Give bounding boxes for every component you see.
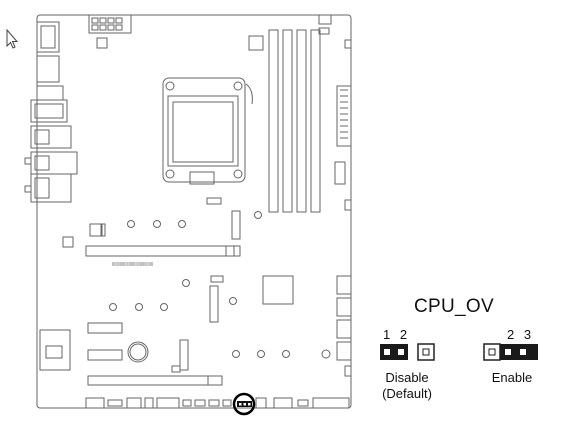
- mounting-holes: [109, 211, 331, 359]
- cpu-ov-jumper-location: [232, 392, 256, 416]
- chipset: [262, 275, 294, 305]
- bottom-headers: [85, 397, 350, 409]
- disable-label: Disable: [385, 370, 429, 385]
- jumper-pins-enable: [483, 343, 538, 361]
- mouse-cursor-icon: [6, 28, 19, 49]
- setting-label-enable: Enable: [491, 370, 533, 385]
- pcie-slots: [85, 245, 241, 386]
- pin-numbers-right: 2 3: [507, 327, 532, 342]
- atx-power-connector: [336, 85, 352, 147]
- pin-numbers-left: 1 2: [383, 327, 408, 342]
- sata-ports: [336, 275, 352, 377]
- dimm-slots: [268, 29, 321, 213]
- board-outline: [36, 14, 352, 409]
- cpu-socket: [162, 77, 253, 185]
- jumper-pins-disable: [380, 343, 435, 361]
- default-label: (Default): [382, 386, 432, 401]
- setting-label-disable: Disable (Default): [366, 370, 448, 402]
- cpu-power-connector: [88, 14, 132, 34]
- svg-text:llllllllllllllllllllllllllllll: lllllllllllllllllllllllllllllllllllll: [112, 262, 153, 268]
- jumper-title: CPU_OV: [414, 296, 494, 317]
- rear-io-ports: [24, 21, 78, 203]
